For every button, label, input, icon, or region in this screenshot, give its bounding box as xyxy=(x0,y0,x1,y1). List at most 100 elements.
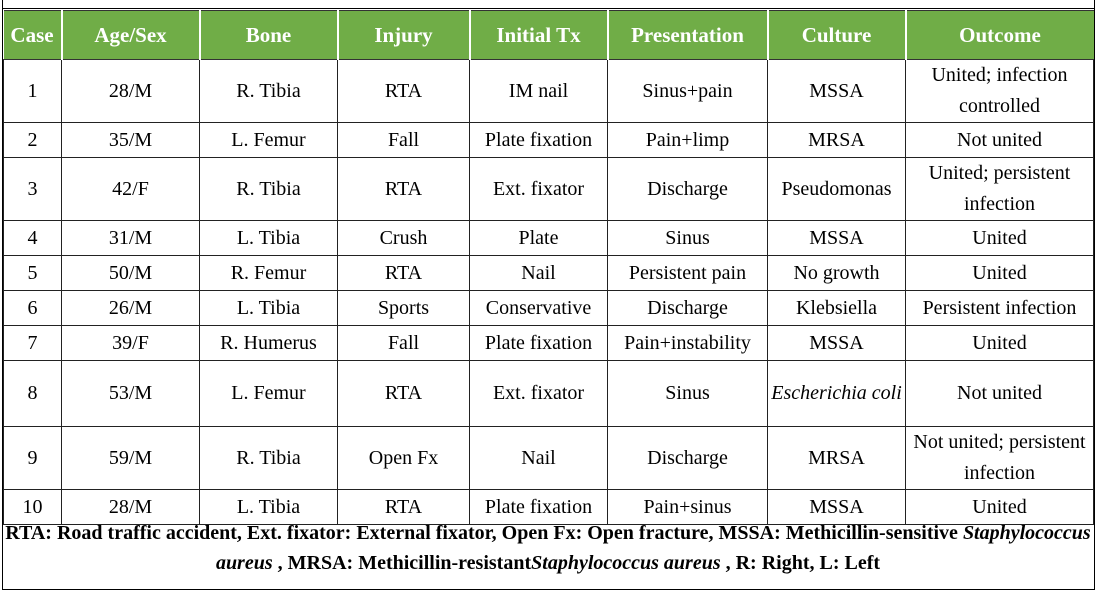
cell-injury: Sports xyxy=(337,290,470,326)
cell-case: 8 xyxy=(3,360,62,427)
table-row: 4 31/M L. Tibia Crush Plate Sinus MSSA U… xyxy=(3,220,1094,256)
header-row: Case Age/Sex Bone Injury Initial Tx Pres… xyxy=(3,10,1094,60)
cell-case: 10 xyxy=(3,489,62,525)
cell-presentation: Pain+limp xyxy=(607,122,768,158)
cell-bone: L. Femur xyxy=(199,122,338,158)
cell-outcome: United xyxy=(905,325,1094,361)
cell-injury: RTA xyxy=(337,59,470,123)
cell-initial-tx: Ext. fixator xyxy=(469,360,608,427)
cell-culture: Pseudomonas xyxy=(767,157,906,221)
header-initial-tx: Initial Tx xyxy=(469,10,609,60)
cell-presentation: Sinus xyxy=(607,360,768,427)
cell-bone: R. Tibia xyxy=(199,426,338,490)
cell-bone: R. Femur xyxy=(199,255,338,291)
cell-initial-tx: Plate fixation xyxy=(469,489,608,525)
table-row: 7 39/F R. Humerus Fall Plate fixation Pa… xyxy=(3,325,1094,361)
cell-initial-tx: Plate fixation xyxy=(469,325,608,361)
cell-age-sex: 28/M xyxy=(61,59,200,123)
cell-case: 1 xyxy=(3,59,62,123)
table-row: 9 59/M R. Tibia Open Fx Nail Discharge M… xyxy=(3,426,1094,490)
cell-injury: RTA xyxy=(337,360,470,427)
footnote-species-2: Staphylococcus aureus xyxy=(531,552,721,574)
cell-culture: Escherichia coli xyxy=(767,360,906,427)
cell-outcome: Not united xyxy=(905,122,1094,158)
cell-injury: RTA xyxy=(337,489,470,525)
cell-injury: Fall xyxy=(337,122,470,158)
cell-culture: MRSA xyxy=(767,426,906,490)
table-row: 2 35/M L. Femur Fall Plate fixation Pain… xyxy=(3,122,1094,158)
header-injury: Injury xyxy=(337,10,471,60)
cell-injury: Fall xyxy=(337,325,470,361)
table-row: 1 28/M R. Tibia RTA IM nail Sinus+pain M… xyxy=(3,59,1094,123)
cell-outcome: Persistent infection xyxy=(905,290,1094,326)
table-row: 3 42/F R. Tibia RTA Ext. fixator Dischar… xyxy=(3,157,1094,221)
cell-outcome: Not united; persistent infection xyxy=(905,426,1094,490)
cell-presentation: Discharge xyxy=(607,426,768,490)
header-outcome: Outcome xyxy=(905,10,1094,60)
cell-initial-tx: Conservative xyxy=(469,290,608,326)
cell-case: 2 xyxy=(3,122,62,158)
cell-presentation: Sinus+pain xyxy=(607,59,768,123)
cell-age-sex: 50/M xyxy=(61,255,200,291)
cell-culture: MSSA xyxy=(767,489,906,525)
cell-case: 3 xyxy=(3,157,62,221)
top-rule xyxy=(2,8,1095,9)
cell-outcome: United xyxy=(905,489,1094,525)
cell-injury: RTA xyxy=(337,255,470,291)
table-row: 10 28/M L. Tibia RTA Plate fixation Pain… xyxy=(3,489,1094,525)
cell-initial-tx: Ext. fixator xyxy=(469,157,608,221)
cell-injury: RTA xyxy=(337,157,470,221)
header-case: Case xyxy=(3,10,63,60)
cell-age-sex: 28/M xyxy=(61,489,200,525)
cell-bone: R. Tibia xyxy=(199,157,338,221)
cell-culture: Klebsiella xyxy=(767,290,906,326)
cell-bone: L. Femur xyxy=(199,360,338,427)
cell-initial-tx: Nail xyxy=(469,426,608,490)
cell-presentation: Discharge xyxy=(607,157,768,221)
cell-outcome: United xyxy=(905,220,1094,256)
cell-bone: R. Tibia xyxy=(199,59,338,123)
table-row: 6 26/M L. Tibia Sports Conservative Disc… xyxy=(3,290,1094,326)
table-footnote: RTA: Road traffic accident, Ext. fixator… xyxy=(3,518,1093,578)
cell-age-sex: 39/F xyxy=(61,325,200,361)
cell-presentation: Persistent pain xyxy=(607,255,768,291)
cell-outcome: United; persistent infection xyxy=(905,157,1094,221)
cell-age-sex: 26/M xyxy=(61,290,200,326)
cell-presentation: Sinus xyxy=(607,220,768,256)
cell-outcome: United; infection controlled xyxy=(905,59,1094,123)
cell-culture: MSSA xyxy=(767,220,906,256)
cell-culture: No growth xyxy=(767,255,906,291)
cell-age-sex: 31/M xyxy=(61,220,200,256)
cell-presentation: Discharge xyxy=(607,290,768,326)
cell-case: 5 xyxy=(3,255,62,291)
cell-bone: R. Humerus xyxy=(199,325,338,361)
footnote-text-3: , R: Right, L: Left xyxy=(720,552,881,574)
cell-culture: MSSA xyxy=(767,59,906,123)
footnote-species-1: Staphylococcus aureus xyxy=(215,522,1091,574)
table-row: 8 53/M L. Femur RTA Ext. fixator Sinus E… xyxy=(3,360,1094,427)
cell-injury: Crush xyxy=(337,220,470,256)
table-row: 5 50/M R. Femur RTA Nail Persistent pain… xyxy=(3,255,1094,291)
cell-age-sex: 53/M xyxy=(61,360,200,427)
cell-case: 9 xyxy=(3,426,62,490)
cell-injury: Open Fx xyxy=(337,426,470,490)
header-bone: Bone xyxy=(199,10,339,60)
cell-outcome: Not united xyxy=(905,360,1094,427)
cell-case: 6 xyxy=(3,290,62,326)
cell-presentation: Pain+instability xyxy=(607,325,768,361)
footnote-text-1: RTA: Road traffic accident, Ext. fixator… xyxy=(5,522,963,544)
cell-initial-tx: Plate xyxy=(469,220,608,256)
cell-initial-tx: Nail xyxy=(469,255,608,291)
cell-age-sex: 42/F xyxy=(61,157,200,221)
header-age-sex: Age/Sex xyxy=(61,10,201,60)
header-culture: Culture xyxy=(767,10,907,60)
cell-culture: MSSA xyxy=(767,325,906,361)
cell-presentation: Pain+sinus xyxy=(607,489,768,525)
header-presentation: Presentation xyxy=(607,10,769,60)
footnote-text-2: , MRSA: Methicillin-resistant xyxy=(272,552,532,574)
cell-outcome: United xyxy=(905,255,1094,291)
cell-initial-tx: Plate fixation xyxy=(469,122,608,158)
cell-initial-tx: IM nail xyxy=(469,59,608,123)
cell-age-sex: 35/M xyxy=(61,122,200,158)
